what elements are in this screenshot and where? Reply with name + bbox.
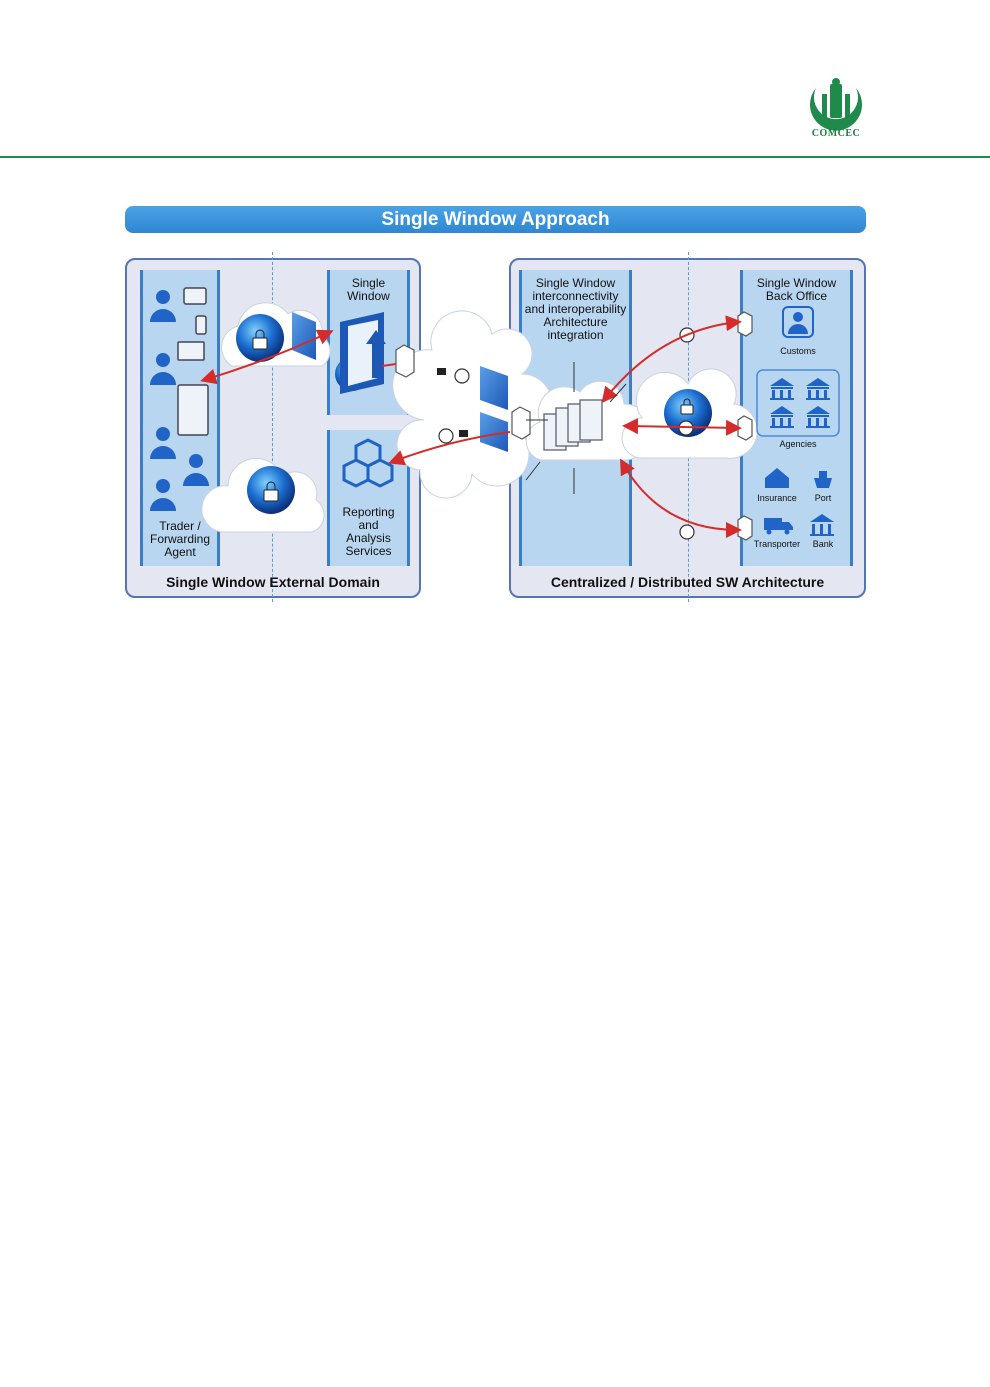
customs-label: Customs (780, 346, 816, 356)
trader-label: Trader / Forwarding Agent (149, 519, 211, 559)
header-rule (0, 156, 990, 158)
people-icons (150, 290, 209, 511)
internet-cloud-icon (392, 310, 553, 499)
bank-icon (770, 378, 830, 428)
transporter-label: Transporter (753, 539, 801, 549)
port-label: Port (814, 493, 832, 503)
back-office-label: Single Window Back Office (756, 276, 837, 303)
reporting-cubes-icon (342, 438, 394, 488)
reporting-label: Reporting and Analysis Services (342, 505, 395, 558)
left-divider (272, 252, 273, 602)
bank-label: Bank (812, 539, 834, 549)
insurance-label: Insurance (757, 493, 797, 503)
figure-title: Single Window Approach (125, 206, 866, 233)
single-window-icon (340, 312, 386, 394)
agencies-label: Agencies (779, 439, 817, 449)
device-icons (177, 287, 209, 436)
server-cluster-icon (543, 399, 603, 451)
insurance-icon (765, 468, 789, 488)
truck-icon (764, 518, 793, 535)
bank-icon (810, 514, 834, 536)
agencies-box (756, 369, 840, 437)
diagram-graphics (150, 287, 840, 541)
integration-label: Single Window interconnectivity and inte… (524, 276, 627, 342)
external-domain-caption: Single Window External Domain (166, 574, 380, 590)
port-icon (814, 471, 832, 488)
single-window-label: Single Window (347, 276, 390, 303)
architecture-caption: Centralized / Distributed SW Architectur… (550, 574, 825, 590)
logo-text: COMCEC (811, 128, 861, 139)
customs-icon (782, 306, 814, 338)
comcec-logo (810, 78, 862, 131)
